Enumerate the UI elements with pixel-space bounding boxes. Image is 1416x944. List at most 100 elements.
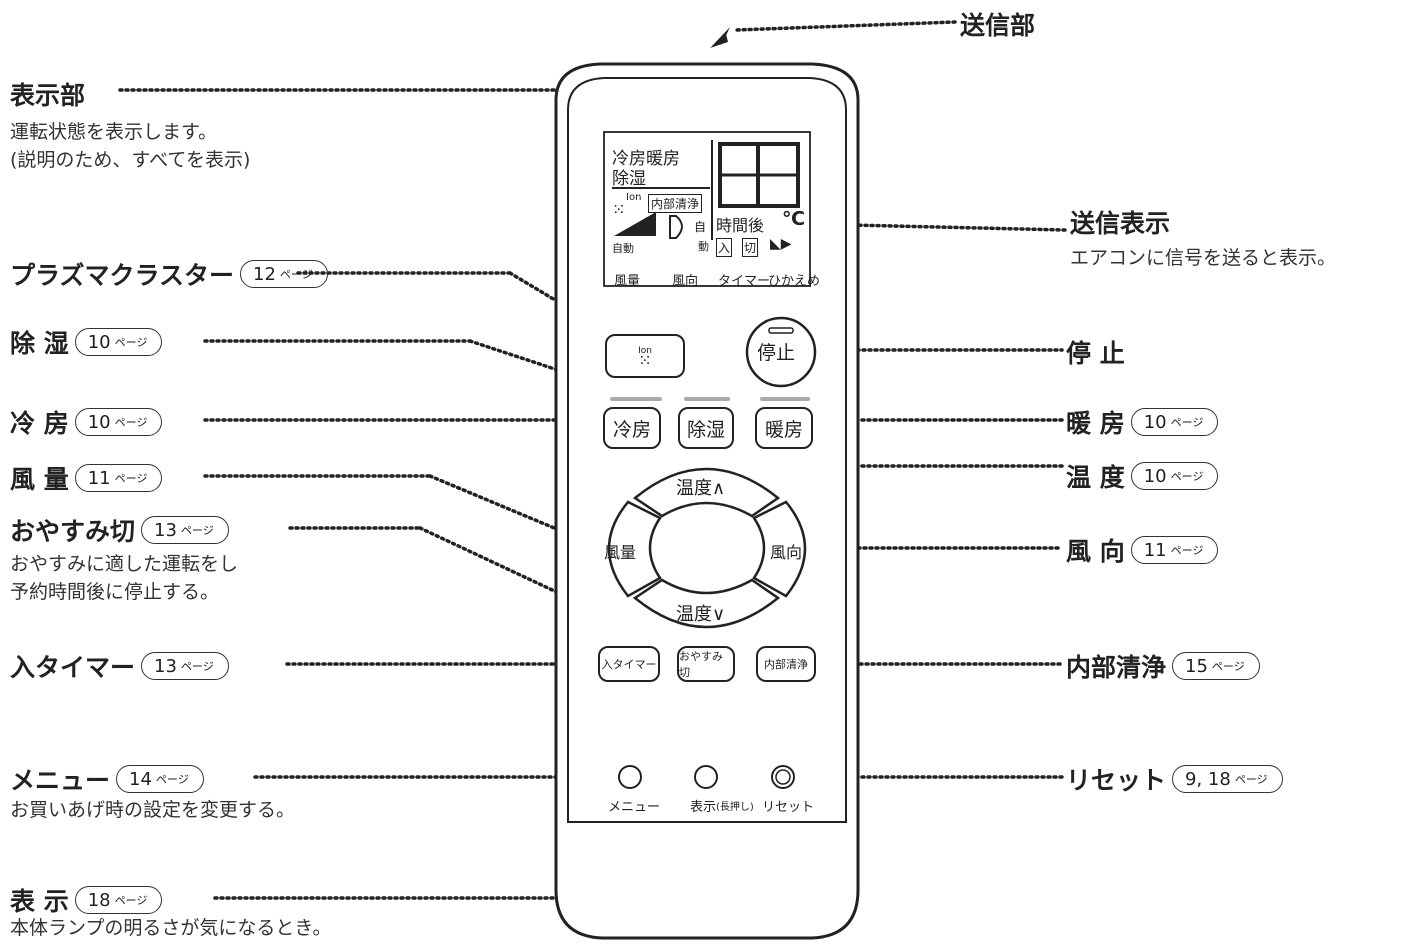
dehum-indicator-bar bbox=[684, 397, 730, 401]
page-number: 10 bbox=[1143, 411, 1167, 433]
display-small-label: 表示 bbox=[690, 800, 717, 815]
page-unit: ページ bbox=[1170, 544, 1204, 557]
menu-desc: お買いあげ時の設定を変更する。 bbox=[10, 799, 296, 821]
callout-fan-volume-label: 風 量 bbox=[10, 465, 69, 494]
page-number: 14 bbox=[129, 768, 152, 790]
grape-icon: ⁙ bbox=[638, 351, 652, 370]
heat-indicator-bar bbox=[760, 397, 810, 401]
fan-volume-button[interactable]: 風量 bbox=[604, 543, 637, 562]
send-display-label: 送信表示 bbox=[1070, 209, 1171, 238]
callout-menu-label: メニュー bbox=[10, 766, 111, 795]
callout-reset-label: リセット bbox=[1066, 766, 1167, 795]
page-unit: ページ bbox=[1170, 416, 1204, 429]
page-unit: ページ bbox=[114, 472, 148, 485]
internal-clean-button[interactable]: 内部清浄 bbox=[756, 646, 816, 682]
page-unit: ページ bbox=[1234, 773, 1268, 786]
sleep-off-desc-1: おやすみに適した運転をし bbox=[10, 553, 239, 575]
page-number: 15 bbox=[1185, 655, 1208, 677]
sleep-off-desc-2: 予約時間後に停止する。 bbox=[10, 581, 220, 603]
sleep-off-button[interactable]: おやすみ切 bbox=[677, 646, 735, 682]
cool-indicator-bar bbox=[610, 397, 662, 401]
page-number: 10 bbox=[87, 331, 111, 353]
callout-stop-label: 停 止 bbox=[1066, 339, 1125, 368]
display-label: 表示部 bbox=[10, 81, 86, 110]
page-unit: ページ bbox=[279, 268, 313, 281]
display-desc-1: 運転状態を表示します。 bbox=[10, 121, 218, 143]
callout-sleep-off-label: おやすみ切 bbox=[10, 517, 136, 546]
page-number: 13 bbox=[154, 655, 177, 677]
ion-text: Ion bbox=[638, 346, 652, 356]
lcd-jidou: 自動 bbox=[612, 242, 634, 255]
page-unit: ページ bbox=[114, 894, 148, 907]
lcd-signal-icon: ◣▶ bbox=[770, 236, 792, 252]
lcd-ji: 自 bbox=[694, 220, 707, 234]
page-unit: ページ bbox=[180, 660, 214, 673]
lcd-naibu: 内部清浄 bbox=[648, 194, 703, 213]
on-timer-button[interactable]: 入タイマー bbox=[598, 646, 660, 682]
dehumidify-button[interactable]: 除湿 bbox=[678, 407, 734, 449]
callout-cooling-label: 冷 房 bbox=[10, 409, 69, 438]
callout-dehumidify-label: 除 湿 bbox=[10, 329, 69, 358]
page-unit: ページ bbox=[155, 773, 189, 786]
temp-down-button[interactable]: 温度∨ bbox=[676, 604, 726, 625]
lcd-kiri: 切 bbox=[742, 238, 759, 257]
callout-heating-label: 暖 房 bbox=[1066, 409, 1125, 438]
under-label-hikaeme: ひかえめ bbox=[768, 274, 821, 289]
temp-up-button[interactable]: 温度∧ bbox=[676, 478, 726, 499]
page-number: 9, 18 bbox=[1185, 768, 1231, 790]
wind-direction-button[interactable]: 風向 bbox=[770, 543, 803, 562]
reset-small-label: リセット bbox=[762, 800, 815, 815]
lcd-jikan: 時間後 bbox=[716, 216, 765, 235]
lcd-iri: 入 bbox=[716, 238, 733, 257]
page-number: 11 bbox=[87, 467, 111, 489]
display-desc-2: (説明のため、すべてを表示) bbox=[10, 149, 251, 171]
cool-button[interactable]: 冷房 bbox=[603, 407, 661, 449]
heat-button[interactable]: 暖房 bbox=[755, 407, 813, 449]
lcd-mode-line-1: 冷房暖房 bbox=[612, 149, 680, 169]
callout-display-btn-label: 表 示 bbox=[10, 887, 69, 916]
page-number: 13 bbox=[154, 519, 177, 541]
lcd-mode-line-2: 除湿 bbox=[612, 169, 646, 189]
under-label-direction: 風向 bbox=[672, 274, 699, 289]
under-label-fan: 風量 bbox=[614, 274, 641, 289]
page-number: 11 bbox=[1143, 539, 1167, 561]
longpress-small-label: (長押し) bbox=[716, 802, 754, 813]
callout-internal-clean-label: 内部清浄 bbox=[1066, 653, 1167, 682]
page-unit: ページ bbox=[180, 524, 214, 537]
page-unit: ページ bbox=[114, 416, 148, 429]
page-unit: ページ bbox=[1170, 470, 1204, 483]
page-number: 12 bbox=[253, 263, 276, 285]
callout-temperature-label: 温 度 bbox=[1066, 463, 1125, 492]
callout-plasmacluster-label: プラズマクラスター bbox=[10, 261, 235, 290]
send-display-desc: エアコンに信号を送ると表示。 bbox=[1070, 247, 1337, 269]
callout-wind-direction-label: 風 向 bbox=[1066, 537, 1125, 566]
plasmacluster-button[interactable]: Ion ⁙ bbox=[605, 334, 685, 378]
stop-button[interactable]: 停止 bbox=[757, 342, 796, 364]
page-unit: ページ bbox=[1211, 660, 1245, 673]
callout-on-timer-label: 入タイマー bbox=[10, 653, 136, 682]
callout-stop: 停 止 bbox=[1066, 334, 1125, 370]
page-number: 10 bbox=[87, 411, 111, 433]
